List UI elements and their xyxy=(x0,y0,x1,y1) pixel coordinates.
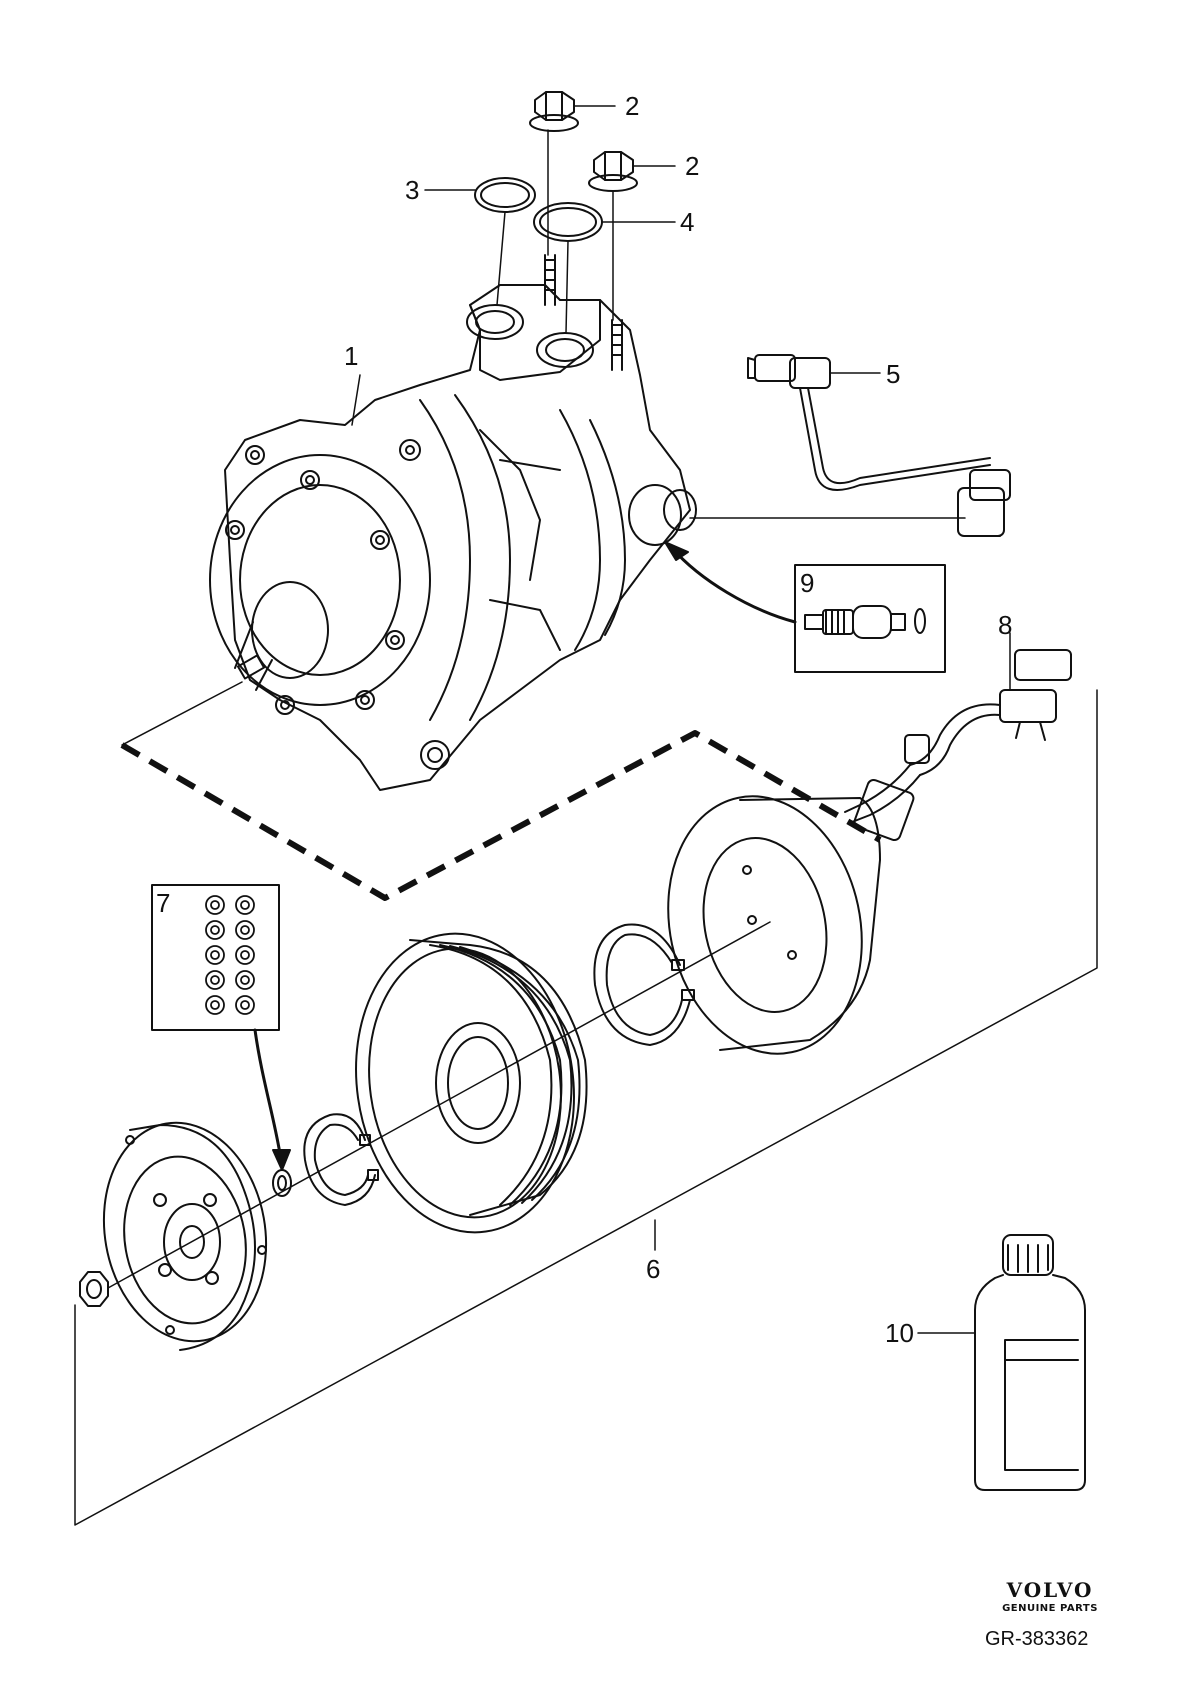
pulley xyxy=(355,932,588,1234)
brand-name: VOLVO xyxy=(1006,1578,1094,1602)
callout-7: 7 xyxy=(156,888,171,918)
wiring-harness xyxy=(747,354,1011,537)
o-ring-3 xyxy=(474,177,536,213)
callout-2-upper: 2 xyxy=(625,91,640,121)
snap-ring-lower xyxy=(303,1113,379,1206)
clutch-hub xyxy=(102,1121,268,1351)
snap-ring-upper xyxy=(593,923,695,1046)
callout-9: 9 xyxy=(800,568,815,598)
callout-8: 8 xyxy=(998,610,1013,640)
callout-4: 4 xyxy=(680,207,695,237)
flange-nut-lower xyxy=(588,151,638,192)
center-nut xyxy=(79,1271,109,1307)
callout-5: 5 xyxy=(886,359,901,389)
callout-10: 10 xyxy=(885,1318,914,1348)
flange-nut-upper xyxy=(529,91,579,132)
control-valve-inset xyxy=(794,564,946,673)
brand-tagline: GENUINE PARTS xyxy=(1002,1603,1098,1614)
callout-2-lower: 2 xyxy=(685,151,700,181)
compressor xyxy=(209,254,697,791)
callout-3: 3 xyxy=(405,175,420,205)
clutch-coil xyxy=(667,795,881,1055)
o-ring-4 xyxy=(533,202,603,242)
shim-kit-inset xyxy=(151,884,280,1031)
clutch-kit-boundary xyxy=(74,689,1098,1526)
callout-1: 1 xyxy=(344,341,359,371)
diagram-reference: GR-383362 xyxy=(985,1628,1089,1650)
connector-cable xyxy=(844,649,1072,842)
callout-6: 6 xyxy=(646,1254,661,1284)
volvo-logo: VOLVO GENUINE PARTS xyxy=(990,1578,1110,1614)
dashed-assembly-line xyxy=(120,730,882,901)
oil-bottle xyxy=(974,1234,1086,1491)
